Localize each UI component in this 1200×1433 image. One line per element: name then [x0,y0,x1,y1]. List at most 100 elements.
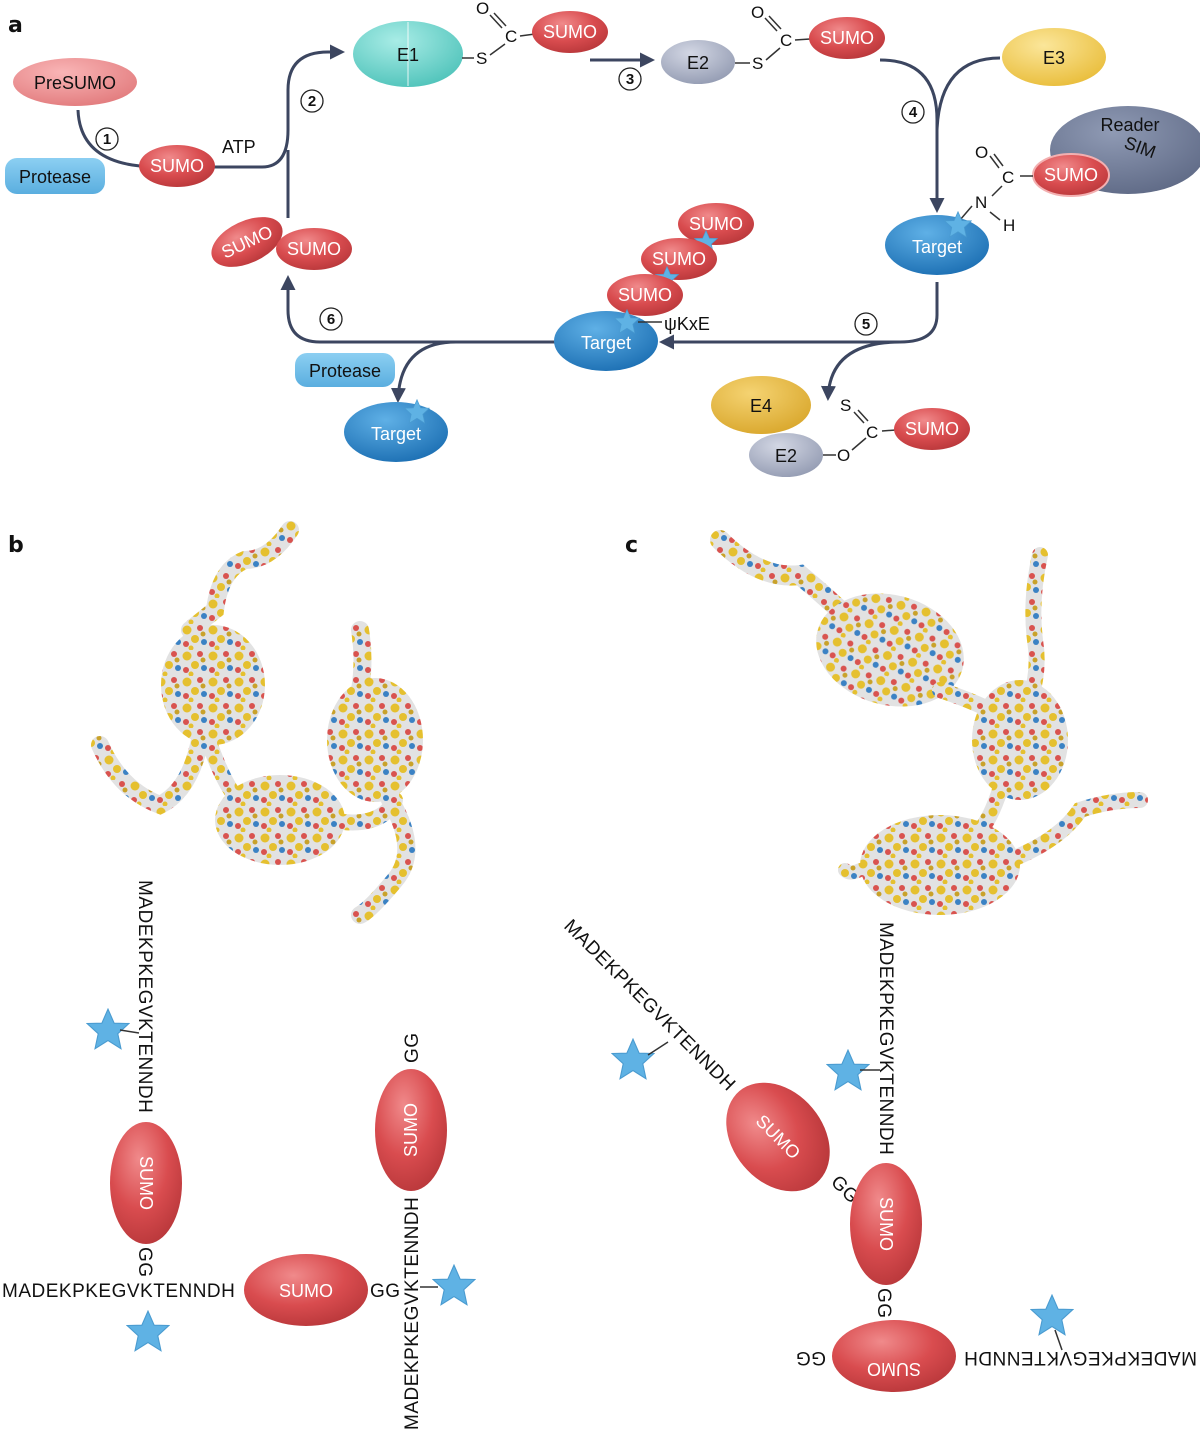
e2-enzyme: E2 [661,40,735,84]
e2-sumo: SUMO [809,17,885,59]
svg-text:Target: Target [912,237,962,257]
isopeptide-o: O [975,143,988,162]
arrow-e3-join [935,56,1001,131]
gg-c-2: GG [873,1288,894,1319]
step-4-badge: 4 [901,100,925,124]
svg-text:SUMO: SUMO [1044,165,1098,185]
svg-text:2: 2 [308,93,316,110]
svg-text:1: 1 [103,131,111,148]
gg-b-1: GG [134,1247,155,1278]
polysumo-sumo-3: SUMO [678,203,754,245]
atp-label: ATP [222,137,256,157]
free-sumo-left: SUMO [211,217,283,267]
seq-b-top: MADEKPKEGVKTENNDH [134,880,155,1113]
svg-text:E4: E4 [750,396,772,416]
svg-text:SUMO: SUMO [618,285,672,305]
star-icon-b3 [432,1264,476,1306]
svg-text:Target: Target [371,424,421,444]
gg-c-3: GG [795,1347,826,1368]
target-sumoylated: Target [885,211,989,275]
panel-a-label: a [8,13,23,38]
ester-c: C [866,423,878,442]
svg-text:SUMO: SUMO [876,1197,896,1251]
e1-enzyme: E1 [353,21,463,87]
isopeptide-c: C [1002,168,1014,187]
svg-text:E2: E2 [687,53,709,73]
seq-c-diagonal: MADEKPKEGVKTENNDH [559,916,739,1096]
svg-text:SUMO: SUMO [689,214,743,234]
e1-sumo: SUMO [532,11,608,53]
svg-text:Target: Target [581,333,631,353]
svg-text:SUMO: SUMO [279,1281,333,1301]
sumo-c-diagonal: SUMO [726,1082,830,1192]
presumo: PreSUMO [13,58,137,106]
ester-o: O [837,446,850,465]
svg-text:SUMO: SUMO [150,156,204,176]
panel-b-label: b [8,533,24,558]
arrow-step-4 [879,58,945,213]
star-icon-c3 [1030,1294,1074,1336]
step-5-badge: 5 [854,312,878,336]
svg-text:SUMO: SUMO [867,1359,921,1379]
svg-text:PreSUMO: PreSUMO [34,73,116,93]
star-icon-b2 [126,1310,170,1352]
sumo-b-upright: SUMO [375,1069,447,1191]
svg-text:SUMO: SUMO [543,22,597,42]
structure-c [710,530,1148,915]
consensus-motif: ψKxE [664,314,710,334]
e2-ester-enzyme: E2 [749,433,823,477]
arrow-step-1 [76,109,141,168]
protease-2: Protease [295,353,395,387]
ester-s: S [840,396,851,415]
svg-text:E1: E1 [397,45,419,65]
step-6-badge: 6 [319,307,343,331]
seq-c-inverted: MADEKPKEGVKTENNDH [964,1347,1197,1368]
arrow-step-2 [214,44,345,169]
svg-text:SUMO: SUMO [820,28,874,48]
svg-text:6: 6 [327,311,335,328]
e1-thioester-s: S [476,49,487,68]
svg-text:Reader: Reader [1100,115,1159,135]
arrow-to-free-target [390,340,457,403]
e2-thioester-c: C [780,31,792,50]
seq-b-bottom: MADEKPKEGVKTENNDH [402,1197,423,1430]
arrow-step-5 [659,282,939,350]
gg-b-2: GG [370,1281,401,1302]
structure-b [91,521,423,924]
ester-sumo: SUMO [894,408,970,450]
protease-1: Protease [5,158,105,194]
star-icon-b1 [86,1008,130,1050]
e4-enzyme: E4 [711,376,811,434]
e2-thioester-s: S [752,54,763,73]
sumo-b-vertical: SUMO [110,1122,182,1244]
svg-text:SUMO: SUMO [287,239,341,259]
sumo-c-inverted: SUMO [832,1320,956,1392]
svg-text:SUMO: SUMO [136,1156,156,1210]
svg-text:4: 4 [909,104,918,121]
isopeptide-n: N [975,193,987,212]
e2-thioester-o: O [751,3,764,22]
reader-bound-sumo: SUMO [1032,153,1110,197]
svg-text:Protease: Protease [19,167,91,187]
target-deconjugated: Target [344,399,448,462]
sumo-b-horizontal: SUMO [244,1254,368,1326]
e1-thioester-c: C [505,27,517,46]
polysumo-sumo-2: SUMO [641,238,717,280]
svg-text:SUMO: SUMO [905,419,959,439]
svg-text:SUMO: SUMO [401,1103,421,1157]
gg-b-3: GG [402,1032,423,1063]
polysumo-sumo-1: SUMO [607,274,683,316]
target-polysumoylated: Target [554,309,658,371]
arrow-to-e4 [820,340,901,401]
sumo-c-vertical: SUMO [850,1163,922,1285]
step-3-badge: 3 [618,67,642,91]
step-1-badge: 1 [95,127,119,151]
isopeptide-h: H [1003,216,1015,235]
svg-text:5: 5 [862,316,870,333]
mature-sumo: SUMO [139,145,215,187]
svg-text:3: 3 [626,71,634,88]
svg-text:E3: E3 [1043,48,1065,68]
svg-text:Protease: Protease [309,361,381,381]
seq-b-horizontal: MADEKPKEGVKTENNDH [2,1281,235,1302]
